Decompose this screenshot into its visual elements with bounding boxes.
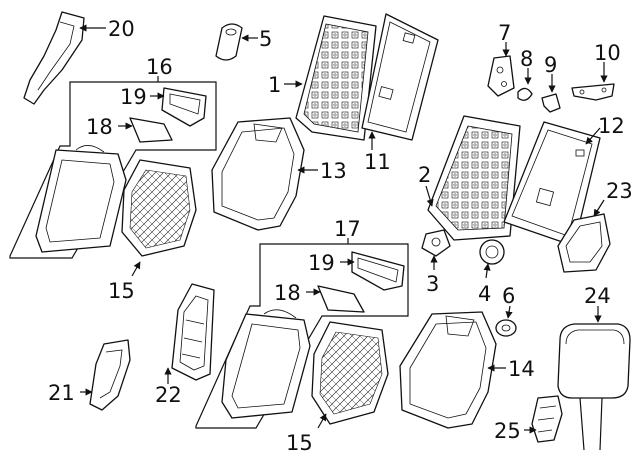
part-5-clip: [215, 23, 243, 61]
label-25: 25: [494, 419, 521, 443]
part-4-bushing: [479, 239, 505, 265]
label-18a: 18: [86, 115, 113, 139]
label-14: 14: [508, 357, 535, 381]
part-21-trim-cover: [89, 339, 131, 411]
part-3-knob: [421, 229, 451, 257]
part-8-nut: [517, 87, 533, 101]
part-10-hinge: [571, 83, 615, 101]
label-4: 4: [478, 282, 491, 306]
leader-15a: [131, 261, 141, 277]
part-9-clip: [541, 93, 561, 113]
part-22-side-panel: [171, 283, 215, 381]
label-12: 12: [598, 114, 625, 138]
label-3: 3: [426, 272, 439, 296]
seat-cushion-lower: [221, 309, 311, 419]
part-23-bracket: [557, 213, 611, 273]
part-25-guide: [531, 395, 563, 443]
part-11-back-panel: [361, 13, 439, 141]
label-15b: 15: [286, 431, 313, 455]
label-16: 16: [146, 55, 173, 79]
part-15-pad-upper: [121, 159, 197, 257]
leader-4: [483, 263, 491, 279]
part-15-pad-lower: [311, 321, 389, 425]
leader-23: [593, 199, 605, 217]
part-19-top-trim: [161, 87, 207, 127]
label-10: 10: [594, 41, 621, 65]
label-2: 2: [418, 163, 431, 187]
leader-6: [505, 305, 513, 319]
label-19b: 19: [308, 251, 335, 275]
part-18-top-trim: [129, 117, 173, 143]
label-22: 22: [155, 383, 182, 407]
leader-15b: [317, 413, 327, 429]
label-6: 6: [502, 284, 515, 308]
part-18-lower-trim: [317, 285, 365, 313]
part-2-seat-frame: [427, 115, 521, 241]
label-23: 23: [606, 179, 633, 203]
part-1-seatback-frame: [295, 15, 377, 141]
part-6-cap: [495, 319, 517, 337]
part-19-lower-trim: [351, 251, 405, 291]
part-13-seatback-cushion: [211, 117, 305, 231]
label-9: 9: [544, 53, 557, 77]
label-5: 5: [259, 27, 272, 51]
seat-cushion-upper: [35, 145, 127, 253]
label-20: 20: [108, 17, 135, 41]
label-7: 7: [498, 21, 511, 45]
label-11: 11: [364, 150, 391, 174]
label-1: 1: [268, 73, 281, 97]
leader-12: [585, 127, 601, 145]
label-19a: 19: [120, 85, 147, 109]
leader-2: [425, 185, 434, 207]
part-20-side-trim: [23, 11, 85, 105]
group-box-16: [9, 81, 217, 259]
label-18b: 18: [274, 281, 301, 305]
part-24-headrest: [557, 323, 631, 451]
part-7-latch: [487, 55, 515, 97]
label-8: 8: [520, 47, 533, 71]
part-14-seatback-cushion: [399, 311, 497, 429]
label-13: 13: [320, 159, 347, 183]
label-15a: 15: [108, 279, 135, 303]
label-17: 17: [334, 217, 361, 241]
group-box-17: [195, 243, 409, 429]
label-21: 21: [48, 381, 75, 405]
label-24: 24: [584, 284, 611, 308]
